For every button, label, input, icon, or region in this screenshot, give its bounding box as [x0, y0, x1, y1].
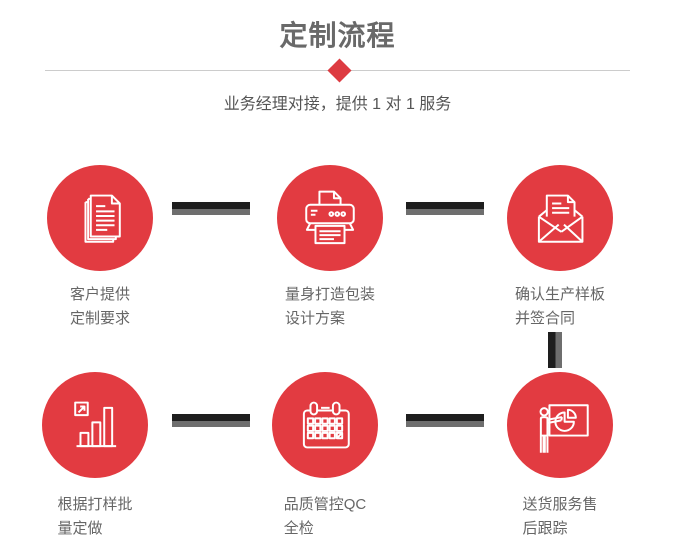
step-label: 确认生产样板 并签合同 [480, 283, 640, 331]
page-subtitle: 业务经理对接，提供 1 对 1 服务 [223, 96, 452, 113]
step-label-line: 送货服务售 [522, 496, 598, 513]
step-label: 客户提供 定制要求 [20, 283, 180, 331]
presentation-icon [539, 404, 589, 453]
step-circle [507, 165, 613, 271]
step-label: 量身打造包装 设计方案 [250, 283, 410, 331]
step-circle [272, 372, 378, 478]
connector-horizontal [172, 414, 250, 427]
step-label-line: 客户提供 [69, 286, 130, 303]
diamond-icon [327, 58, 352, 83]
connector-horizontal [172, 202, 250, 215]
step-label-line: 全检 [283, 520, 314, 537]
step-circle [507, 372, 613, 478]
open-envelope-icon [537, 194, 584, 243]
step-label-line: 根据打样批 [57, 496, 133, 513]
step-label-line: 量定做 [57, 520, 103, 537]
step-label-line: 确认生产样板 [514, 286, 605, 303]
connector-vertical [548, 332, 562, 368]
page-title: 定制流程 [279, 20, 396, 51]
step-label-line: 设计方案 [284, 310, 345, 327]
step-label: 送货服务售 后跟踪 [480, 493, 640, 541]
step-label-line: 品质管控QC [283, 496, 367, 513]
step-circle [42, 372, 148, 478]
calendar-icon [302, 401, 350, 449]
step-label: 根据打样批 量定做 [15, 493, 175, 541]
step-label-line: 定制要求 [69, 310, 130, 327]
step-label-line: 并签合同 [514, 310, 575, 327]
documents-icon [84, 194, 121, 243]
step-label-line: 量身打造包装 [284, 286, 375, 303]
connector-horizontal [406, 202, 484, 215]
step-label: 品质管控QC 全检 [245, 493, 405, 541]
step-circle [47, 165, 153, 271]
step-label-line: 后跟踪 [522, 520, 568, 537]
step-circle [277, 165, 383, 271]
printer-icon [305, 190, 355, 245]
bar-chart-icon [74, 401, 117, 448]
connector-horizontal [406, 414, 484, 427]
